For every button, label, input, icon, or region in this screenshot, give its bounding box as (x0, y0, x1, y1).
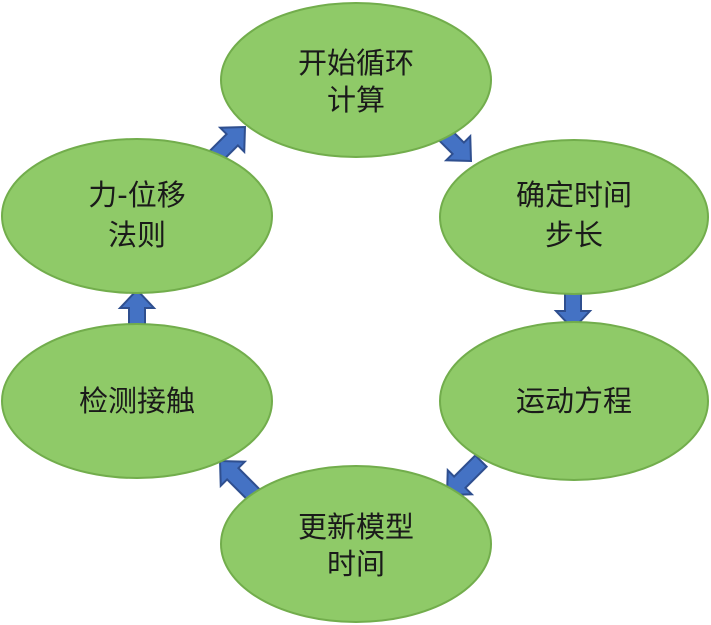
node-time-step: 确定时间 步长 (439, 139, 709, 295)
node-detect-contact-line1: 检测接触 (79, 384, 195, 418)
node-start-loop-line2: 计算 (327, 83, 385, 117)
node-force-law-line2: 法则 (108, 218, 166, 252)
node-motion-eq: 运动方程 (439, 321, 709, 481)
node-update-time-line2: 时间 (327, 547, 385, 581)
node-motion-eq-line1: 运动方程 (516, 384, 632, 418)
node-start-loop-line1: 开始循环 (298, 46, 414, 80)
arrow-update-to-detect (218, 459, 262, 503)
node-time-step-line2: 步长 (545, 218, 603, 252)
node-update-time-line1: 更新模型 (298, 510, 414, 544)
node-detect-contact: 检测接触 (1, 323, 273, 479)
arrow-motion-to-update (445, 453, 489, 497)
node-start-loop: 开始循环 计算 (220, 2, 492, 158)
node-time-step-line1: 确定时间 (516, 178, 632, 212)
node-force-law: 力-位移 法则 (1, 138, 273, 294)
node-update-time: 更新模型 时间 (220, 465, 492, 623)
node-force-law-line1: 力-位移 (88, 178, 185, 212)
